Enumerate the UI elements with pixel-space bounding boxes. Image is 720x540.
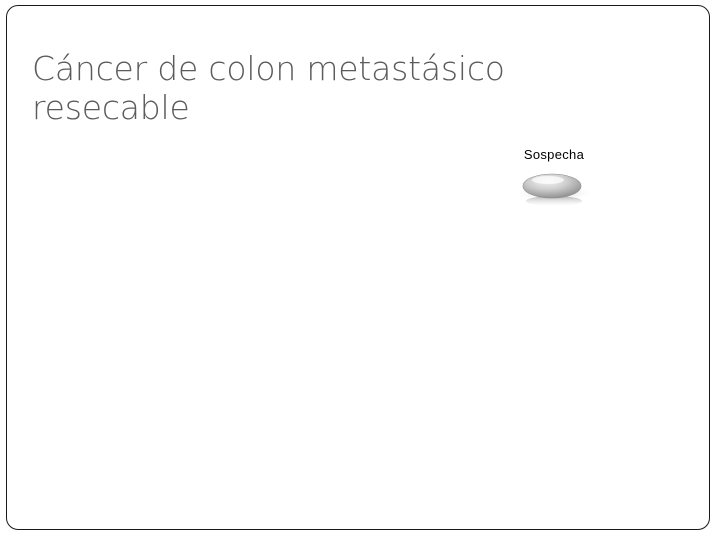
node-label: Sospecha (523, 147, 585, 162)
node-reflection (526, 196, 582, 206)
node-highlight (532, 176, 564, 184)
slide-frame (6, 5, 710, 530)
slide-title-line-1: Cáncer de colon metastásico (32, 49, 505, 88)
diagram-node-sospecha[interactable]: Sospecha (506, 145, 602, 215)
slide-title-line-2: resecable (32, 87, 190, 127)
oval-button-shape (514, 173, 594, 206)
slide-title: Cáncer de colon metastásico resecable (32, 49, 505, 128)
